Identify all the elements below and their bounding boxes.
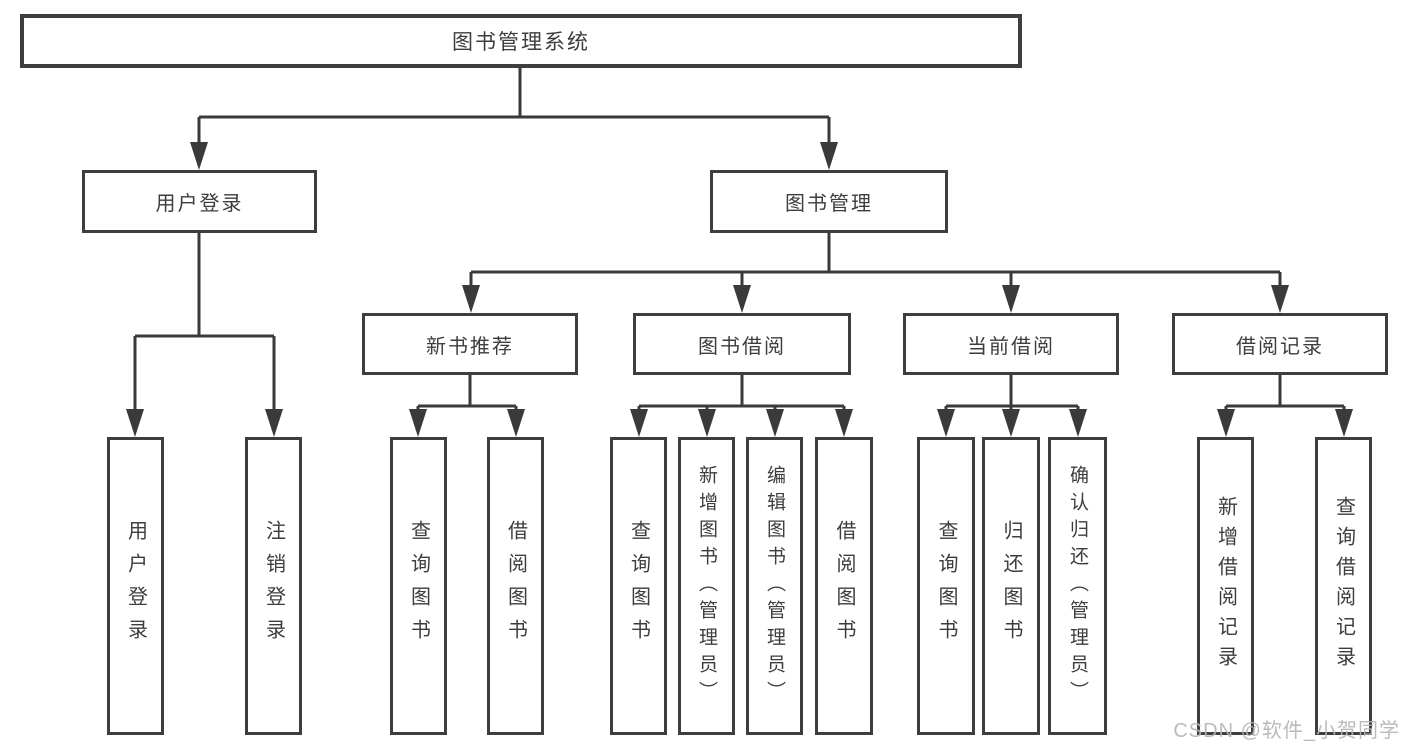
node-label: 确认归还（管理员） bbox=[1067, 464, 1088, 708]
leaf-edit-book-admin: 编辑图书（管理员） bbox=[746, 437, 803, 735]
node-label: 图书管理系统 bbox=[452, 31, 590, 54]
node-label: 归还图书 bbox=[1000, 520, 1022, 652]
node-label: 新增借阅记录 bbox=[1214, 496, 1237, 676]
node-label: 查询图书 bbox=[935, 520, 957, 652]
node-root-system: 图书管理系统 bbox=[20, 14, 1022, 68]
leaf-borrow-books-recommend: 借阅图书 bbox=[487, 437, 544, 735]
node-label: 查询图书 bbox=[627, 520, 650, 652]
leaf-user-login: 用户登录 bbox=[107, 437, 164, 735]
node-label: 图书借阅 bbox=[698, 335, 786, 358]
node-label: 新书推荐 bbox=[426, 335, 514, 358]
node-label: 借阅记录 bbox=[1236, 335, 1324, 358]
node-user-login: 用户登录 bbox=[82, 170, 317, 233]
leaf-query-books-recommend: 查询图书 bbox=[390, 437, 447, 735]
node-label: 查询借阅记录 bbox=[1332, 496, 1355, 676]
leaf-query-borrow-record: 查询借阅记录 bbox=[1315, 437, 1372, 735]
node-label: 借阅图书 bbox=[504, 520, 527, 652]
arrowheads bbox=[126, 142, 1353, 437]
watermark: CSDN @软件_小贺同学 bbox=[1173, 720, 1400, 742]
node-label: 注销登录 bbox=[262, 520, 285, 652]
node-borrow-records: 借阅记录 bbox=[1172, 313, 1388, 375]
node-new-book-recommend: 新书推荐 bbox=[362, 313, 578, 375]
node-book-management: 图书管理 bbox=[710, 170, 948, 233]
node-label: 图书管理 bbox=[785, 193, 873, 215]
leaf-add-book-admin: 新增图书（管理员） bbox=[678, 437, 735, 735]
leaf-confirm-return-admin: 确认归还（管理员） bbox=[1048, 437, 1107, 735]
node-label: 借阅图书 bbox=[833, 520, 855, 652]
leaf-borrow-books: 借阅图书 bbox=[815, 437, 873, 735]
node-label: 编辑图书（管理员） bbox=[764, 464, 785, 708]
leaf-query-books-current: 查询图书 bbox=[917, 437, 975, 735]
node-label: 新增图书（管理员） bbox=[696, 464, 717, 708]
node-label: 当前借阅 bbox=[967, 335, 1055, 358]
node-label: 用户登录 bbox=[155, 193, 244, 215]
node-book-borrowing: 图书借阅 bbox=[633, 313, 851, 375]
node-label: 查询图书 bbox=[407, 520, 430, 652]
node-current-borrowing: 当前借阅 bbox=[903, 313, 1119, 375]
leaf-add-borrow-record: 新增借阅记录 bbox=[1197, 437, 1254, 735]
leaf-query-books-borrow: 查询图书 bbox=[610, 437, 667, 735]
leaf-return-books: 归还图书 bbox=[982, 437, 1040, 735]
leaf-logout: 注销登录 bbox=[245, 437, 302, 735]
node-label: 用户登录 bbox=[124, 520, 147, 652]
